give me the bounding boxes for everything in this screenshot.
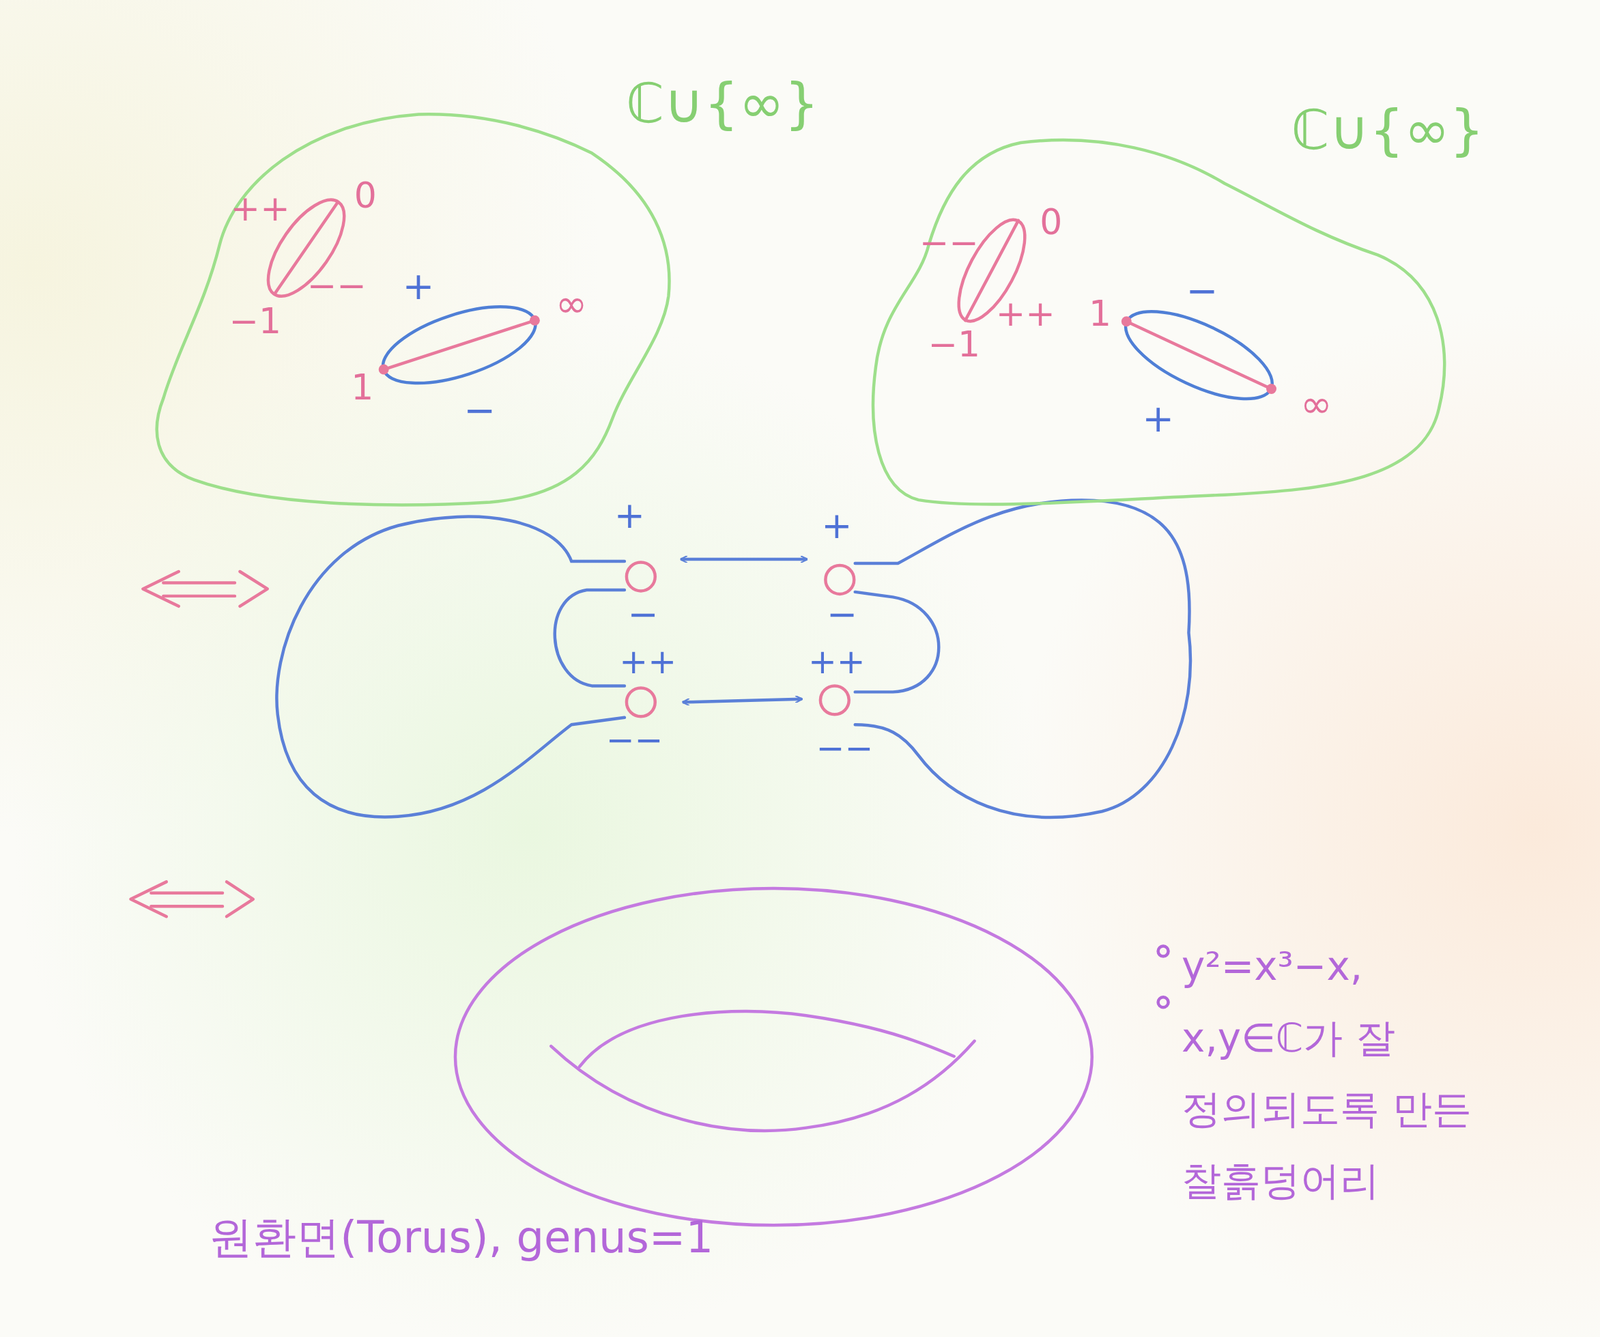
node-outline: [148, 107, 676, 510]
hole: [820, 685, 850, 714]
torus: 원환면(Torus), genus=1: [449, 881, 1099, 1231]
sign-label: −1: [228, 301, 282, 341]
sign-label: ∞: [555, 283, 588, 326]
left-sheet-cuts: [253, 187, 545, 399]
gluing-arrow: [683, 698, 802, 702]
sign-label: 1: [350, 367, 374, 407]
sign-label: +: [821, 505, 852, 546]
sign-label: −: [463, 389, 496, 432]
sign-label: ++: [995, 294, 1056, 334]
node-heading: ℂ∪{∞}: [625, 73, 820, 134]
hole: [626, 562, 656, 592]
branch-point: [1266, 383, 1277, 394]
sign-label: −−: [919, 223, 979, 263]
cut-loop: [1113, 293, 1284, 417]
node-heading: 원환면(Torus), genus=1: [208, 1212, 714, 1261]
torus-hole: [550, 1010, 975, 1131]
equivalence-right: [226, 881, 254, 917]
outline-path: [873, 139, 1445, 504]
riemann-sphere-sheet: ℂ∪{∞}: [865, 130, 1455, 510]
sign-label: +: [614, 494, 646, 536]
sign-label: ++: [808, 642, 866, 680]
torus-hole-upper: [579, 1010, 955, 1067]
left-sheet-outline: [276, 516, 624, 818]
left-sheet-inner: [554, 589, 625, 686]
branch-point: [1121, 316, 1132, 327]
torus-hole-lower: [550, 1040, 975, 1131]
sign-label: +: [1141, 397, 1175, 440]
right-sheet-outline: [855, 499, 1191, 818]
equivalence-bars: [150, 892, 223, 906]
sign-label: −−: [816, 729, 874, 767]
branch-cut: [383, 320, 535, 370]
right-sheet-cuts: [945, 210, 1284, 417]
sign-label: ++: [230, 189, 291, 229]
right-sheet-inner: [855, 591, 940, 692]
sign-label: −: [1186, 269, 1219, 312]
hole: [626, 687, 656, 717]
equivalence-symbol: [142, 571, 267, 607]
sign-label: +: [402, 264, 435, 308]
hole: [825, 565, 854, 594]
glued-sheets: [276, 499, 1191, 818]
sign-label: −−: [307, 266, 367, 306]
sign-label: −−: [606, 720, 664, 759]
branch-cut: [1126, 321, 1271, 390]
outline-path: [455, 888, 1093, 1225]
sign-label: ++: [619, 642, 677, 680]
equivalence-right: [239, 571, 267, 607]
sign-label: 0: [1039, 202, 1063, 242]
branch-point: [378, 364, 390, 375]
branch-point: [529, 315, 540, 326]
sign-label: 0: [354, 176, 377, 216]
bullet-dot: [1158, 946, 1169, 957]
note-bullet: [1158, 946, 1169, 1008]
gluing-holes: [626, 562, 854, 717]
node-outline: [865, 130, 1455, 510]
sign-label: ∞: [1300, 382, 1333, 426]
equivalence-bars: [163, 582, 235, 596]
sign-label: −: [627, 593, 659, 635]
equivalence-symbol: [131, 881, 254, 917]
cut-loop: [374, 291, 545, 399]
bullet-dot: [1158, 996, 1169, 1007]
gluing-arrow: [681, 557, 807, 561]
equivalence-left: [131, 881, 167, 917]
sign-label: 1: [1088, 294, 1112, 334]
sign-label: −: [826, 593, 858, 635]
node-heading: ℂ∪{∞}: [1291, 100, 1485, 161]
sign-label: −1: [927, 325, 981, 365]
equivalence-left: [142, 571, 179, 607]
note-text: y²=x³−x, x,y∈ℂ가 잘 정의되도록 만든 찰흙덩어리: [1181, 930, 1488, 1216]
node-outline: [449, 881, 1099, 1231]
outline-path: [156, 113, 670, 505]
riemann-sphere-sheet: ℂ∪{∞}: [148, 107, 676, 510]
